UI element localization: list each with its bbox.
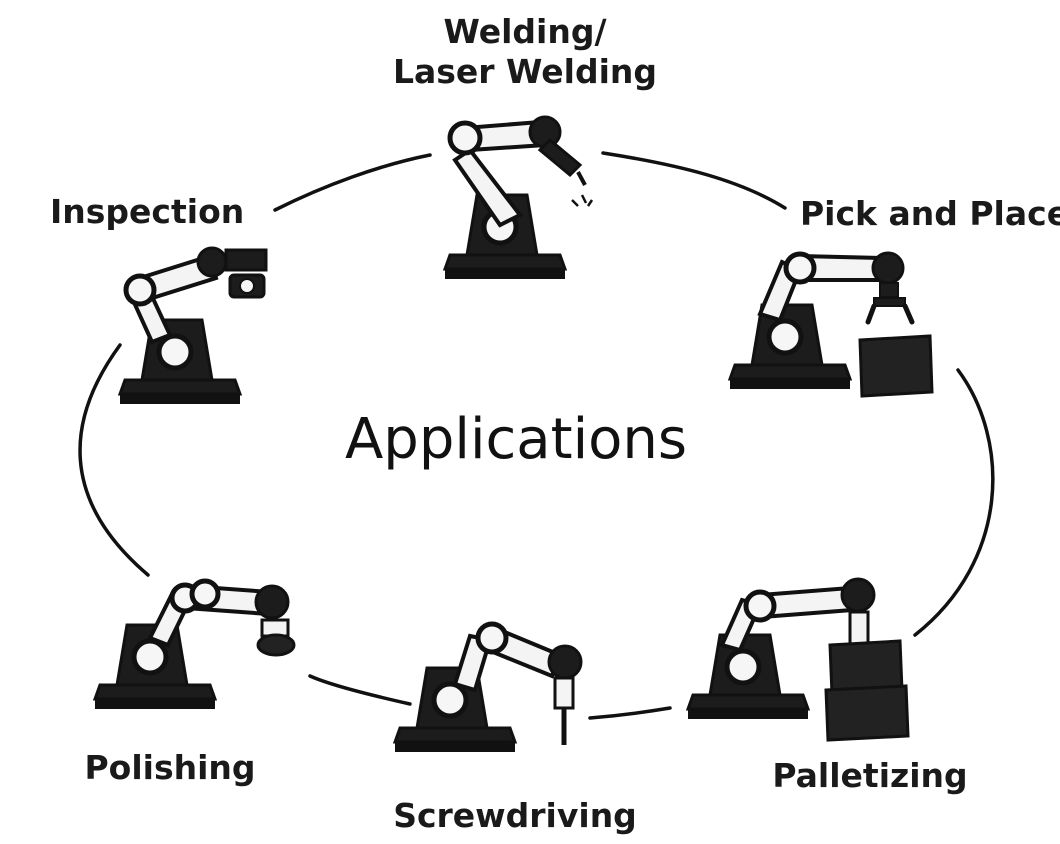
robot-arm-polisher-icon	[95, 578, 296, 709]
label-polishing: Polishing	[84, 748, 256, 787]
label-welding-line2: Laser Welding	[392, 51, 658, 91]
center-title: Applications	[345, 407, 688, 472]
label-welding-line1: Welding/	[443, 12, 607, 51]
robot-arm-palletizing-icon	[688, 577, 910, 742]
robot-arm-camera-icon	[120, 246, 268, 404]
label-pick-and-place: Pick and Place	[800, 194, 1060, 233]
connector-polishing-to-inspection	[78, 343, 150, 577]
label-palletizing: Palletizing	[772, 756, 968, 795]
robot-arm-screwdriver-icon	[395, 621, 583, 752]
connector-inspection-to-welding	[273, 153, 432, 212]
connector-palletizing-to-screwdriving	[588, 706, 672, 720]
robot-arm-welding-icon	[445, 115, 594, 279]
robot-arm-gripper-icon	[730, 251, 934, 398]
label-inspection: Inspection	[50, 192, 245, 231]
label-welding: Welding/ Laser Welding	[375, 12, 675, 91]
connector-welding-to-pickplace	[601, 151, 787, 210]
label-screwdriving: Screwdriving	[393, 796, 637, 835]
connector-screwdriving-to-polishing	[308, 674, 412, 706]
connector-pickplace-to-palletizing	[913, 368, 995, 637]
